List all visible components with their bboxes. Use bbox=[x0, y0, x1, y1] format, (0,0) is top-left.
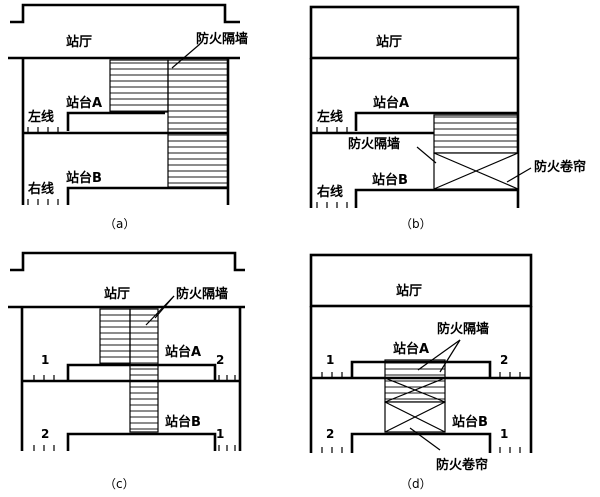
panel-c-track-a-right-number: 2 bbox=[216, 353, 224, 367]
panel-d-upper-cross-2 bbox=[384, 377, 446, 403]
panel-c-track-b-left-number: 2 bbox=[41, 427, 49, 441]
panel-a-platform-a-label: 站台A bbox=[66, 95, 102, 111]
panel-c-platform-a-label: 站台A bbox=[165, 344, 201, 360]
panel-a-platform-a-slab bbox=[66, 111, 165, 131]
panel-b-hall-box bbox=[309, 5, 520, 60]
panel-b-shutter-label: 防火卷帘 bbox=[534, 159, 586, 175]
panel-a-caption: （a） bbox=[104, 217, 135, 231]
panel-d-hall-label: 站厅 bbox=[396, 283, 422, 299]
panel-b-left-line-label: 左线 bbox=[317, 109, 343, 125]
panel-a-right-line-label: 右线 bbox=[27, 181, 54, 197]
panel-b-firewall-leader bbox=[416, 146, 437, 164]
panel-c-track-b-right-number: 1 bbox=[216, 427, 224, 441]
panel-c-track-a-left-number: 1 bbox=[41, 353, 49, 367]
panel-b-platform-a-label: 站台A bbox=[373, 95, 409, 111]
panel-b-track-ticks bbox=[316, 127, 348, 208]
panel-c-hall-label: 站厅 bbox=[104, 286, 130, 302]
panel-b: 站厅 站台A 左线 防火隔墙 防火卷帘 站台B 右线 （b） bbox=[309, 5, 586, 231]
panel-b-caption: （b） bbox=[400, 217, 432, 231]
panel-a-platform-b-label: 站台B bbox=[66, 170, 102, 186]
panel-a: 站厅 防火隔墙 站台A 左线 站台B 右线 （a） bbox=[8, 3, 248, 231]
panel-a-stair-hatch bbox=[109, 59, 169, 113]
panel-d-track-b-right-number: 1 bbox=[500, 427, 508, 441]
panel-a-platform-b-slab bbox=[66, 186, 228, 205]
panel-b-platform-a-slab bbox=[354, 111, 518, 131]
panel-d: 站厅 防火隔墙 站台A 1 2 站台B 2 1 防火卷帘 （d） bbox=[309, 253, 533, 491]
panel-d-track-ticks bbox=[321, 372, 521, 453]
panel-d-caption: （d） bbox=[400, 477, 432, 491]
panel-b-shutter-cross-2 bbox=[433, 152, 519, 190]
panel-c-firewall-leader-2 bbox=[154, 295, 175, 319]
panel-a-track-ticks bbox=[27, 127, 59, 205]
panel-d-platform-a-label: 站台A bbox=[393, 341, 429, 357]
panel-d-firewall-label: 防火隔墙 bbox=[437, 321, 489, 337]
panel-c: 站厅 防火隔墙 站台A 1 2 站台B 2 1 （c） bbox=[8, 251, 245, 491]
panel-b-platform-b-label: 站台B bbox=[372, 172, 408, 188]
panel-d-firewall-hatch bbox=[384, 359, 446, 403]
panel-c-track-ticks bbox=[33, 375, 236, 451]
panel-a-roof bbox=[10, 3, 240, 24]
panel-a-firewall-hatch bbox=[167, 59, 229, 188]
panel-c-roof bbox=[10, 251, 245, 272]
panel-d-platform-b-slab bbox=[350, 432, 492, 453]
panel-d-track-a-right-number: 2 bbox=[500, 353, 508, 367]
panel-a-firewall-leader bbox=[171, 43, 201, 69]
panel-c-firewall-label: 防火隔墙 bbox=[176, 286, 228, 302]
panel-d-track-a-left-number: 1 bbox=[326, 353, 334, 367]
panel-d-shutter-leader bbox=[409, 427, 441, 451]
panel-b-shutter-leader bbox=[506, 167, 532, 183]
panel-a-left-line-label: 左线 bbox=[28, 109, 54, 125]
panel-d-track-b-left-number: 2 bbox=[326, 427, 334, 441]
panel-b-platform-b-slab bbox=[354, 188, 518, 208]
panel-d-shutter-label: 防火卷帘 bbox=[436, 457, 488, 473]
panel-d-firewall-leader-1 bbox=[417, 339, 461, 371]
panel-a-hall-label: 站厅 bbox=[66, 34, 92, 50]
panel-d-hall-box bbox=[309, 253, 533, 308]
panel-c-stair-hatch bbox=[99, 308, 131, 365]
panel-d-firewall-leader-2 bbox=[439, 339, 461, 373]
panel-c-platform-b-slab bbox=[66, 432, 217, 451]
panel-c-firewall-hatch bbox=[129, 308, 159, 433]
panel-c-caption: （c） bbox=[104, 477, 135, 491]
panel-b-hall-label: 站厅 bbox=[376, 34, 402, 50]
panel-d-shutter-cross-2 bbox=[384, 401, 446, 433]
panel-d-platform-b-label: 站台B bbox=[452, 414, 488, 430]
panel-a-firewall-label: 防火隔墙 bbox=[196, 31, 248, 47]
panel-b-right-line-label: 右线 bbox=[316, 184, 343, 200]
panel-b-firewall-hatch bbox=[433, 114, 519, 154]
panel-c-platform-b-label: 站台B bbox=[165, 414, 201, 430]
panel-b-firewall-label: 防火隔墙 bbox=[348, 136, 400, 152]
